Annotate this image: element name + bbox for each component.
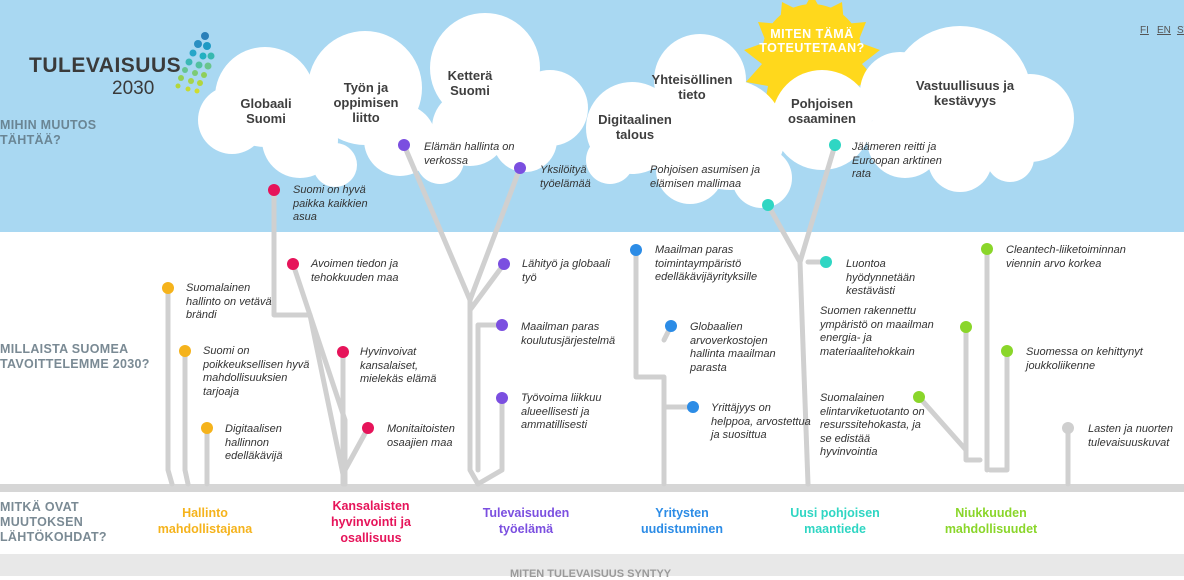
footer-heading: MITEN TULEVAISUUS SYNTYY (510, 568, 672, 580)
cloud-tyon-ja-oppimisen-liitto[interactable]: Työn ja oppimisen liitto (333, 80, 399, 125)
item-toimintaymparisto[interactable]: Maailman paras toimintaympäristö edelläk… (655, 244, 758, 283)
logo-dots-icon (175, 32, 215, 94)
item-koulutusjarjestelma[interactable]: Maailman paras koulutusjärjestelmä (521, 321, 616, 347)
item-arvoverkostot[interactable]: Globaalien arvoverkostojen hallinta maai… (690, 321, 776, 374)
category-pohjoisen-maantiede[interactable]: Uusi pohjoisen maantiede (790, 506, 880, 536)
item-hyvinvoivat-kansalaiset[interactable]: Hyvinvoivat kansalaiset, mielekäs elämä (360, 346, 437, 385)
baseline-bar (0, 484, 1184, 492)
item-joukkoliikenne[interactable]: Suomessa on kehittynyt joukkoliikenne (1026, 346, 1143, 372)
item-luontoa[interactable]: Luontoa hyödynnetään kestävästi (846, 258, 916, 297)
lang-fi-link[interactable]: FI (1140, 25, 1149, 36)
category-hallinto[interactable]: Hallinto mahdollistajana (157, 506, 253, 536)
lang-sv-link[interactable]: SV (1177, 25, 1184, 36)
category-yritysten-uudistuminen[interactable]: Yritysten uudistuminen (641, 506, 723, 536)
tree-branches (165, 142, 1071, 487)
category-tulevaisuuden-tyoelama[interactable]: Tulevaisuuden työelämä (482, 506, 570, 536)
logo-title[interactable]: TULEVAISUUS (29, 54, 182, 77)
row-label-target: MILLAISTA SUOMEA TAVOITTELEMME 2030? (0, 342, 150, 371)
cloud-vastuullisuus-ja-kestavyys[interactable]: Vastuullisuus ja kestävyys (915, 78, 1015, 108)
cloud-yhteisollinen-tieto[interactable]: Yhteisöllinen tieto (651, 72, 733, 102)
item-digitaalinen-hallinto[interactable]: Digitaalisen hallinnon edelläkävijä (225, 423, 283, 462)
item-avoimen-tiedon[interactable]: Avoimen tiedon ja tehokkuuden maa (311, 258, 399, 284)
item-jaameren-reitti[interactable]: Jäämeren reitti ja Euroopan arktinen rat… (852, 141, 942, 180)
item-elaman-hallinta[interactable]: Elämän hallinta on verkossa (424, 141, 515, 167)
cloud-pohjoisen-osaaminen[interactable]: Pohjoisen osaaminen (788, 96, 856, 126)
category-niukkuuden-mahdollisuudet[interactable]: Niukkuuden mahdollisuudet (944, 506, 1038, 536)
item-lasten-ja-nuorten[interactable]: Lasten ja nuorten tulevaisuuskuvat (1088, 423, 1174, 449)
cloud-group (198, 13, 1074, 208)
item-elintarviketuotanto[interactable]: Suomalainen elintarviketuotanto on resur… (820, 392, 925, 458)
item-hyva-paikka[interactable]: Suomi on hyvä paikka kaikkien asua (293, 184, 368, 223)
row-label-goal: MIHIN MUUTOS TÄHTÄÄ? (0, 118, 97, 147)
cloud-globaali-suomi[interactable]: Globaali Suomi (240, 96, 292, 126)
logo-year[interactable]: 2030 (112, 78, 155, 99)
cloud-kettera-suomi[interactable]: Ketterä Suomi (447, 68, 493, 98)
item-rakennettu-ymparisto[interactable]: Suomen rakennettu ympäristö on maailman … (820, 305, 934, 358)
sun-link[interactable]: MITEN TÄMÄ TOTEUTETAAN? (759, 27, 865, 55)
item-vetava-brandi[interactable]: Suomalainen hallinto on vetävä brändi (186, 282, 272, 321)
category-kansalaisten-hyvinvointi[interactable]: Kansalaisten hyvinvointi ja osallisuus (331, 499, 411, 545)
row-label-start: MITKÄ OVAT MUUTOKSEN LÄHTÖKOHDAT? (0, 500, 107, 544)
footer-band (0, 554, 1184, 576)
lang-en-link[interactable]: EN (1157, 25, 1171, 36)
item-pohjoisen-asumisen[interactable]: Pohjoisen asumisen ja elämisen mallimaa (650, 164, 761, 190)
cloud-digitaalinen-talous[interactable]: Digitaalinen talous (598, 112, 672, 142)
item-lahityo[interactable]: Lähityö ja globaali työ (522, 258, 611, 284)
item-cleantech[interactable]: Cleantech-liiketoiminnan viennin arvo ko… (1006, 244, 1126, 270)
item-monitaitoiset-osaajat[interactable]: Monitaitoisten osaajien maa (387, 423, 455, 449)
item-tyovoima-liikkuu[interactable]: Työvoima liikkuu alueellisesti ja ammati… (521, 392, 602, 431)
item-yksiloitya-tyoelamaa[interactable]: Yksilöityä työelämää (540, 164, 591, 190)
tree-dots (162, 139, 1074, 434)
item-mahdollisuuksien-tarjoaja[interactable]: Suomi on poikkeuksellisen hyvä mahdollis… (203, 345, 310, 398)
start-band (0, 492, 1184, 554)
item-yrittajyys[interactable]: Yrittäjyys on helppoa, arvostettua ja su… (711, 402, 811, 441)
